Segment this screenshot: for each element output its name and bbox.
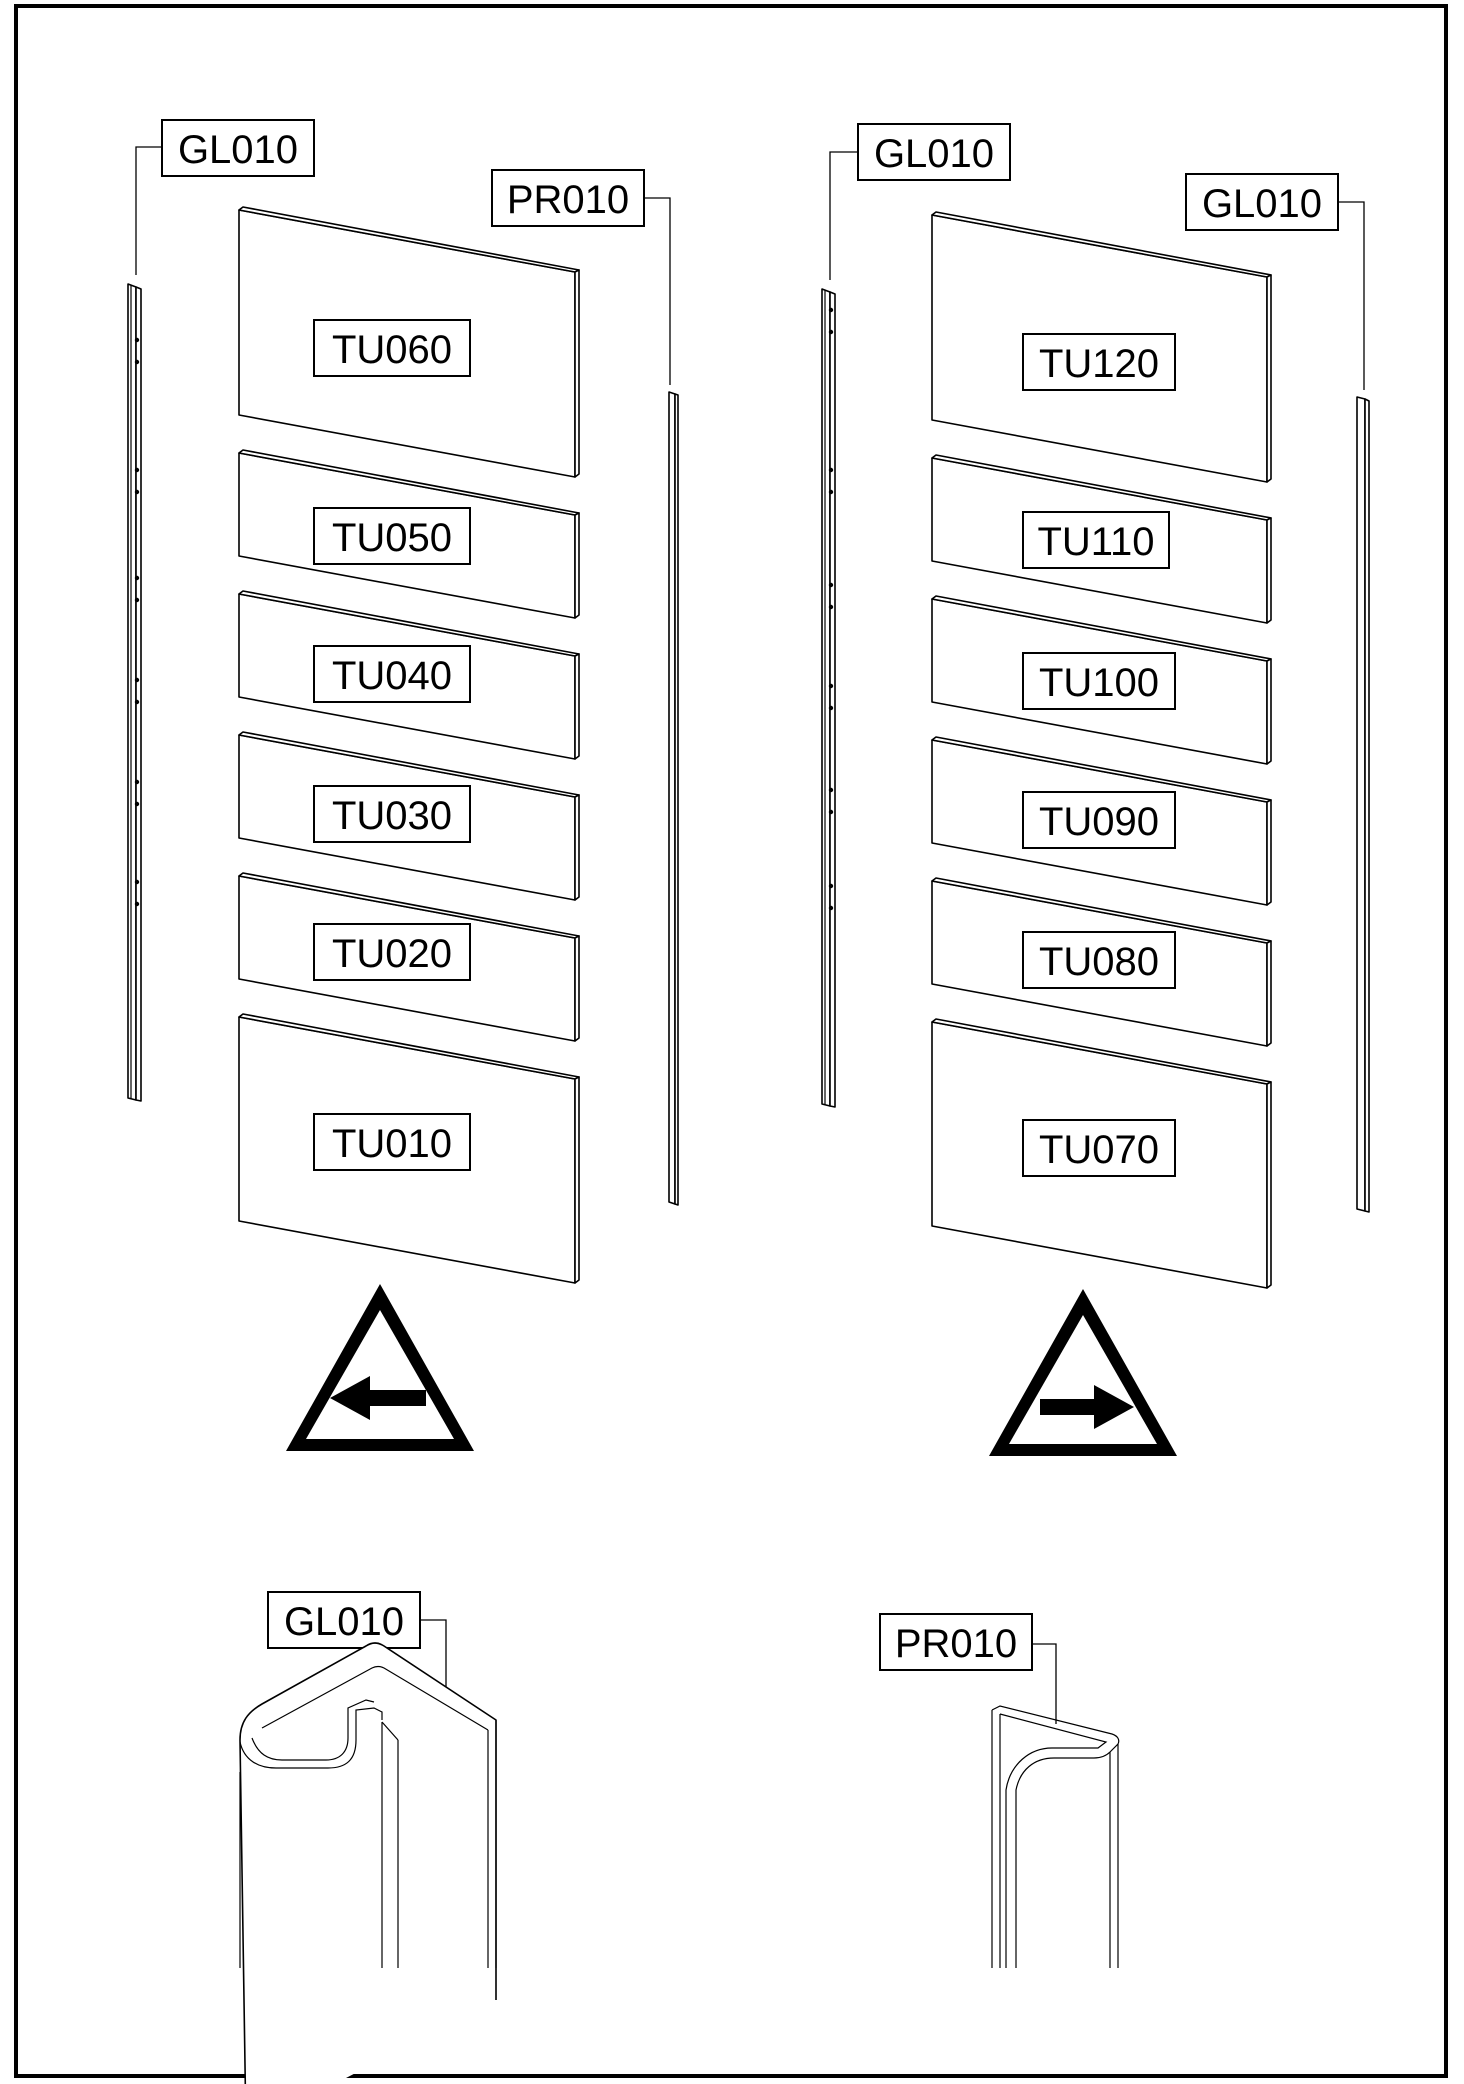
panel-label: TU120 xyxy=(1039,342,1159,386)
page-frame xyxy=(14,4,1448,2078)
left-assembly: GL010 PR010 TU060 TU050 xyxy=(127,119,679,1451)
pr-profile-detail: PR010 xyxy=(879,1613,1120,1968)
rail-holes xyxy=(828,307,834,911)
panel: TU050 xyxy=(238,449,580,619)
panel: TU030 xyxy=(238,731,580,901)
panel: TU110 xyxy=(931,454,1272,624)
part-label: GL010 xyxy=(284,1600,404,1644)
rail-holes xyxy=(134,337,140,907)
part-label: GL010 xyxy=(1202,182,1322,226)
leader-line xyxy=(1338,201,1365,390)
panel-label: TU070 xyxy=(1039,1128,1159,1172)
part-label: PR010 xyxy=(895,1622,1017,1666)
part-label-box xyxy=(857,123,1011,181)
panel: TU060 xyxy=(238,206,580,478)
panel-label: TU080 xyxy=(1039,940,1159,984)
panel-label: TU050 xyxy=(332,516,452,560)
panel: TU040 xyxy=(238,590,580,760)
arrow-right-warning-icon xyxy=(989,1289,1177,1456)
panel-label: TU030 xyxy=(332,794,452,838)
panel: TU100 xyxy=(931,595,1272,765)
part-label-box xyxy=(879,1613,1033,1671)
panel-label: TU020 xyxy=(332,932,452,976)
part-label-box xyxy=(267,1591,421,1649)
left-rail-profile xyxy=(127,283,142,1102)
part-label-box xyxy=(1185,173,1339,231)
part-label-box xyxy=(161,119,315,177)
panel-label: TU060 xyxy=(332,328,452,372)
panel: TU070 xyxy=(931,1018,1272,1289)
part-label: PR010 xyxy=(507,178,629,222)
part-label: GL010 xyxy=(178,128,298,172)
leader-line xyxy=(420,1619,447,1706)
right-assembly: GL010 GL010 TU120 TU110 xyxy=(821,123,1370,1456)
right-profile xyxy=(668,391,679,1206)
part-label: GL010 xyxy=(874,132,994,176)
panel-label: TU100 xyxy=(1039,661,1159,705)
panel-label: TU010 xyxy=(332,1122,452,1166)
panel: TU080 xyxy=(931,877,1272,1047)
panel-label: TU090 xyxy=(1039,800,1159,844)
right-profile xyxy=(1356,396,1370,1213)
panel-label: TU110 xyxy=(1037,520,1154,564)
arrow-left-warning-icon xyxy=(286,1284,474,1451)
part-label-box xyxy=(491,169,645,227)
panel: TU090 xyxy=(931,736,1272,906)
panel: TU020 xyxy=(238,872,580,1042)
panel: TU010 xyxy=(238,1013,580,1284)
leader-line xyxy=(829,151,858,280)
panel-label: TU040 xyxy=(332,654,452,698)
leader-line xyxy=(644,197,671,385)
panel: TU120 xyxy=(931,211,1272,483)
left-rail-profile xyxy=(821,288,836,1108)
gl-profile-detail: GL010 xyxy=(239,1591,497,2084)
leader-line xyxy=(1032,1643,1057,1724)
leader-line xyxy=(135,146,162,275)
